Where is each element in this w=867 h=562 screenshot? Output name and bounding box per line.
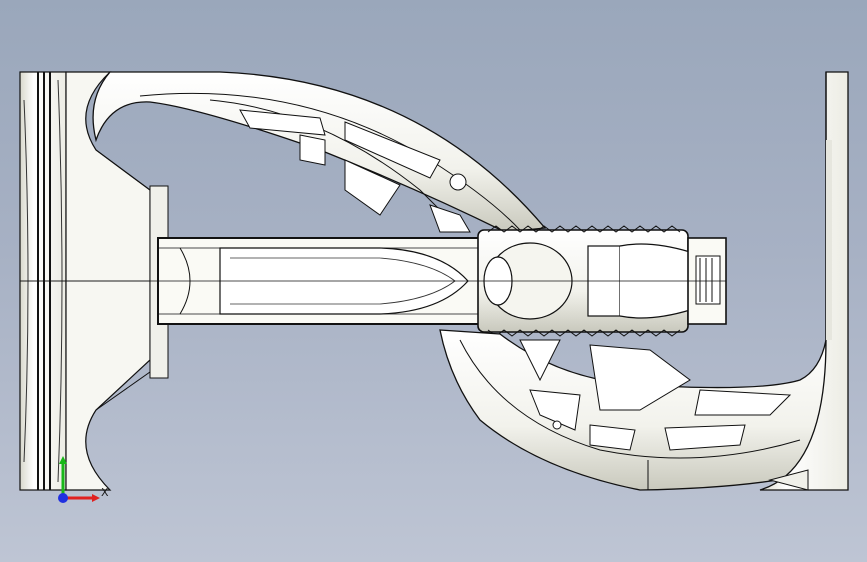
rod-big-end[interactable] (477, 225, 727, 337)
right-end-plate[interactable] (759, 71, 849, 491)
axis-triad (58, 456, 100, 503)
y-axis-arrowhead (59, 456, 67, 464)
lower-crank-arm[interactable] (439, 329, 827, 491)
connecting-rod[interactable] (20, 237, 481, 325)
upper-crank-arm[interactable] (92, 71, 547, 233)
x-axis-arrowhead (92, 494, 100, 502)
z-axis-dot (58, 493, 68, 503)
x-axis-label: X (101, 486, 109, 499)
